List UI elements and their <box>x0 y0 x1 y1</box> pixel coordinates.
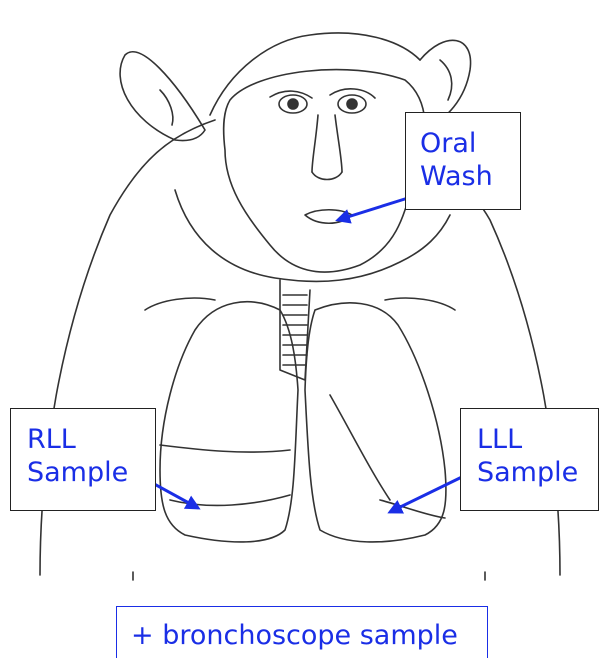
left-ear <box>120 52 205 141</box>
face <box>224 70 426 272</box>
bronchoscope-text: + bronchoscope sample <box>131 619 487 652</box>
lll-arrow <box>390 475 466 512</box>
rll-line2: Sample <box>27 456 155 489</box>
oral-wash-line1: Oral <box>420 127 520 160</box>
oral-wash-line2: Wash <box>420 160 520 193</box>
left-lung <box>305 303 446 542</box>
oral-wash-label: Oral Wash <box>405 112 521 210</box>
rll-line1: RLL <box>27 423 155 456</box>
rll-sample-label: RLL Sample <box>10 408 156 511</box>
lll-line1: LLL <box>477 423 598 456</box>
lll-sample-label: LLL Sample <box>460 408 599 511</box>
bronchoscope-label: + bronchoscope sample <box>116 606 488 658</box>
oral-wash-arrow <box>338 198 408 220</box>
lll-line2: Sample <box>477 456 598 489</box>
